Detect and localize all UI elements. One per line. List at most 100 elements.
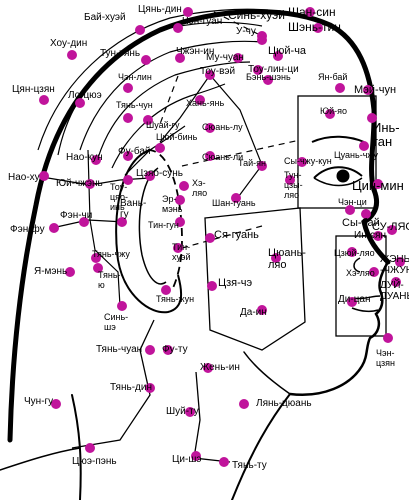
- acupoint-siuan-li: [205, 151, 215, 161]
- acupoint-label-chen-tsian: Чэн-цзян: [376, 348, 395, 368]
- acupoint-fen-fu: [49, 223, 59, 233]
- acupoint-label-tsiuan-liao: Цюань-ляо: [268, 247, 306, 271]
- face-boxes: [71, 95, 387, 463]
- acupoint-mei-chun: [363, 85, 373, 95]
- acupoint-label-mei-chun: Мэй-чун: [354, 84, 396, 96]
- dash-top: [213, 11, 263, 37]
- acupoint-label-chen-lin: Чэн-лин: [118, 72, 152, 82]
- nostril: [353, 257, 361, 273]
- acupoint-label-nao-hu: Нао-ху: [8, 172, 40, 183]
- acupoint-nao-hu: [39, 171, 49, 181]
- acupoint-label-tsziui-liao: Цзюй-ляо: [334, 248, 375, 258]
- acupoint-shui-tu: [185, 407, 195, 417]
- neck-line-2: [193, 371, 231, 463]
- acupoint-label-in-tan: Инь-тан: [372, 120, 400, 149]
- acupoint-label-su-liao: СУ-ЛЯО: [372, 221, 409, 233]
- acupoint-label-si-chzhu-kun: Сы-чжу-кун: [284, 156, 332, 166]
- jaw-line: [243, 351, 291, 395]
- arc-3: [79, 40, 263, 151]
- dashed-lines: [159, 11, 301, 249]
- acupoint-he-liao: [179, 181, 189, 191]
- eye-upper: [313, 166, 363, 179]
- acupoint-label-tou-lin-tsi: Тоу-лин-ци: [248, 64, 299, 75]
- acupoint-label-hou-din: Хоу-дин: [50, 38, 87, 49]
- acupoint-jen-chzhun: [395, 257, 405, 267]
- acupoint-label-jen-in: Жень-ин: [200, 362, 240, 373]
- acupoint-sia-guan: [205, 233, 215, 243]
- acupoint-label-jen-chzhun: ЖЭНЬ-ЧЖУН: [380, 254, 409, 276]
- ear: [115, 149, 183, 314]
- acupoint-label-he-liao: Хэ-ляо: [192, 178, 207, 198]
- acupoint-label-tsiui-bin: Цюй-бинь: [156, 132, 198, 142]
- acupoint-label-sin-she: Синь-шэ: [104, 312, 128, 332]
- acupoint-shan-guan: [231, 193, 241, 203]
- acupoint-label-tai-ian: Тай-ян: [238, 158, 266, 168]
- acupoint-label-shan-guan: Шан-гуань: [212, 198, 256, 208]
- arc-1: [37, 8, 269, 151]
- acupoint-sin-she: [117, 301, 127, 311]
- neck-line-1: [71, 319, 155, 449]
- acupoint-label-ia-men: Я-мэнь: [34, 266, 67, 277]
- acupoint-tsia-che: [207, 281, 217, 291]
- acupoint-in-sian: [373, 231, 383, 241]
- acupoint-mu-chuan: [233, 53, 243, 63]
- ear-dashed-front: [147, 149, 183, 291]
- acupoint-label-iui-chzhen: Юй-чжэнь: [56, 178, 103, 189]
- acupoint-label-tian-chzhu: Тянь-чжу: [92, 249, 130, 259]
- acupoint-label-tsin-min: Цин-мин: [352, 178, 404, 193]
- acupoint-label-he-liao2: Хэ-ляо: [346, 268, 375, 278]
- acupoint-label-tsiao-sun: Цзяо-сунь: [136, 168, 183, 179]
- acupoint-label-u-chu: У-чу: [236, 26, 256, 37]
- acupoint-label-tsiue-pen: Цюэ-пэнь: [72, 456, 117, 467]
- acupoint-label-tian-chuan: Тянь-чуан: [96, 344, 142, 355]
- acupoint-shen-tin: [313, 23, 323, 33]
- acupoint-fu-bai: [123, 151, 133, 161]
- acupoint-shuai-gu: [143, 115, 153, 125]
- acupoint-label-chun-gu: Чун-гу: [24, 396, 53, 407]
- acupoint-tsiui-bin: [155, 143, 165, 153]
- acupoint-tsziui-liao: [347, 247, 357, 257]
- acupoint-tian-chzhu: [91, 253, 101, 263]
- acupoint-tian-din: [145, 383, 155, 393]
- acupoint-label-dui-duan: ДУЙ-ДУАНЬ: [380, 278, 409, 302]
- acupoint-hou-din: [67, 50, 77, 60]
- acupoint-label-chen-guan: Чэн-гуан: [182, 16, 222, 27]
- acupoint-label-han-ian: Хань-янь: [186, 98, 225, 108]
- acupoint-chen-tsian: [383, 333, 393, 343]
- neck-back: [71, 394, 82, 500]
- acupoint-label-mu-chuan: Му-чуан: [206, 52, 244, 63]
- acupoint-label-shan-sin: Шан-син: [288, 5, 336, 19]
- acupoint-tian-iu: [93, 263, 103, 273]
- acupoint-chzhen-in: [175, 53, 185, 63]
- acupoint-label-siuan-li: Сюань-ли: [202, 152, 243, 162]
- acupoint-lo-chue: [75, 98, 85, 108]
- arc-5: [111, 83, 226, 169]
- acupoint-label-tu-tian: Тун-тянь: [100, 48, 140, 59]
- acupoint-label-tsuan-chzhu: Цуань-чжу: [334, 150, 379, 160]
- mouth-box: [335, 235, 387, 337]
- dash-forehead: [181, 139, 301, 167]
- acupoint-u-chu: [257, 31, 267, 41]
- acupoint-chen-guan: [173, 23, 183, 33]
- acupoint-tsi-she: [191, 451, 201, 461]
- acupoint-lian-tsiuan: [239, 399, 249, 409]
- acupoint-label-fu-tu: Фу-ту: [162, 344, 188, 355]
- line-occiput: [47, 177, 151, 186]
- acupoint-tsiuan-liao: [271, 253, 281, 263]
- acupoint-tian-chun: [123, 113, 133, 123]
- acupoint-bai-huei: [135, 25, 145, 35]
- acupoint-label-di-tsan: Ди-цан: [338, 294, 371, 305]
- acupoint-tian-jun: [161, 285, 171, 295]
- face-contour: [288, 260, 390, 396]
- acupoint-van-gu: [117, 217, 127, 227]
- acupoint-ian-bai: [335, 83, 345, 93]
- acupoint-tsiao-sun: [145, 171, 155, 181]
- acupoint-label-si-bai: Сы-бай: [342, 217, 380, 229]
- acupoint-label-in-sian: Ин-сян: [354, 230, 386, 241]
- eye-box: [297, 95, 377, 209]
- acupoint-label-chen-tsi: Чэн-ци: [338, 197, 367, 207]
- ear-outer: [115, 149, 183, 314]
- acupoint-si-chzhu-kun: [297, 157, 307, 167]
- acupoint-tsiue-pen: [85, 443, 95, 453]
- acupoint-tai-ian: [257, 161, 267, 171]
